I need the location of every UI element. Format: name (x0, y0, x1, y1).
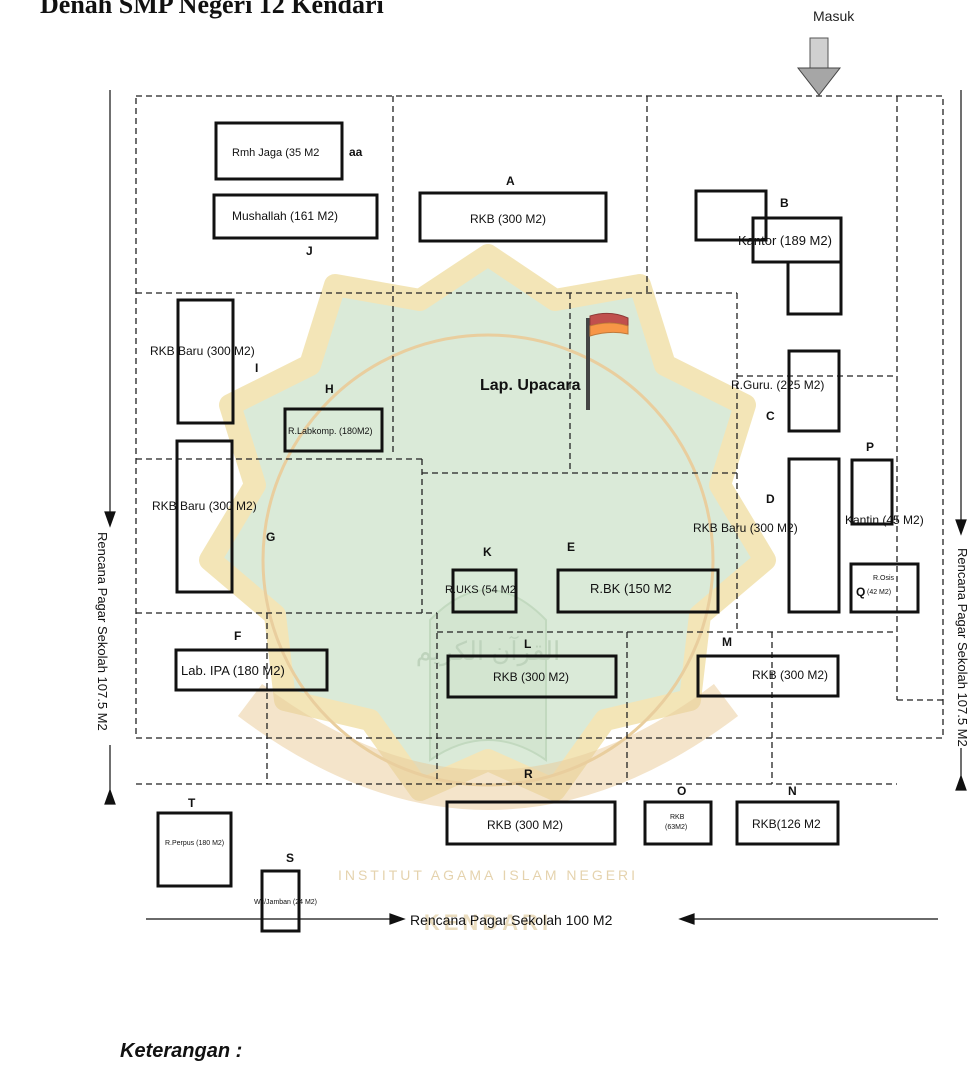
room-label: RKB (670, 814, 685, 821)
letter-g: G (266, 530, 275, 544)
room-label: RKB Baru (300 M2) (152, 499, 257, 513)
fence-label-right: Rencana Pagar Sekolah 107.5 M2 (955, 548, 970, 747)
room-label: Mushallah (161 M2) (232, 209, 338, 223)
room-label: RKB (300 M2) (470, 212, 546, 226)
watermark-emblem: القرآن الكريم INSTITUT AGAMA ISLAM NEGER… (199, 244, 776, 935)
watermark-ring-text: INSTITUT AGAMA ISLAM NEGERI (338, 867, 638, 883)
room-label: aa (349, 145, 363, 159)
building-rkb-m (696, 654, 840, 698)
building-lab-ipa (174, 648, 329, 692)
letter-l: L (524, 637, 531, 651)
fence-label-bottom: Rencana Pagar Sekolah 100 M2 (410, 912, 613, 928)
letter-p: P (866, 440, 874, 454)
letter-q: Q (856, 585, 865, 599)
arrow-left-icon (678, 913, 695, 925)
building-r-osis (849, 562, 920, 614)
room-label: R.Guru. (225 M2) (731, 378, 824, 392)
letter-n: N (788, 784, 797, 798)
room-label: RKB Baru (300 M2) (150, 344, 255, 358)
room-label: Kantin (45 M2) (845, 513, 924, 527)
room-label: (63M2) (665, 824, 687, 831)
building-r-bk (556, 568, 720, 614)
room-labels: Rmh Jaga (35 M2 aa Mushallah (161 M2) RK… (150, 145, 924, 906)
watermark-ring-arc (237, 684, 739, 810)
room-label: Lab. IPA (180 M2) (181, 663, 285, 678)
room-label: RKB (300 M2) (487, 818, 563, 832)
building-rkb-r (445, 800, 617, 846)
buildings (156, 121, 920, 933)
section-letters: A B C D E F G H I J K L M N O P Q R S T (188, 174, 874, 865)
room-label: RKB(126 M2 (752, 817, 821, 831)
room-label: Rmh Jaga (35 M2 (232, 147, 319, 159)
letter-d: D (766, 492, 775, 506)
letter-k: K (483, 545, 492, 559)
building-rumah-jaga (214, 121, 344, 181)
room-label: R.Osis (873, 575, 895, 582)
arrow-right-icon (389, 913, 406, 925)
building-perpus (156, 811, 233, 888)
building-rkb-l (446, 654, 618, 699)
building-r-uks (451, 568, 518, 614)
room-label: Kantor (189 M2) (738, 233, 832, 248)
room-label: (42 M2) (867, 589, 891, 596)
building-rkb-baru-i (176, 298, 235, 425)
room-label: R.BK (150 M2 (590, 581, 672, 596)
room-label: R.Labkomp. (180M2) (288, 426, 373, 436)
letter-e: E (567, 540, 575, 554)
entrance-label: Masuk (813, 8, 855, 24)
letter-a: A (506, 174, 515, 188)
room-label: RKB (300 M2) (752, 668, 828, 682)
letter-j: J (306, 244, 313, 258)
letter-r: R (524, 767, 533, 781)
room-label: R.Perpus (180 M2) (165, 840, 224, 847)
watermark-star (199, 244, 776, 801)
letter-m: M (722, 635, 732, 649)
building-wc (260, 869, 301, 933)
room-label: Wc/Jamban (24 M2) (254, 899, 317, 906)
room-label: RKB (300 M2) (493, 670, 569, 684)
letter-o: O (677, 784, 686, 798)
building-rkb-a (418, 191, 608, 243)
field-label: Lap. Upacara (480, 377, 581, 394)
site-boundaries (135, 95, 944, 785)
letter-b: B (780, 196, 789, 210)
building-rkb-baru-d (787, 457, 841, 614)
arrow-up-icon (955, 774, 967, 791)
letter-f: F (234, 629, 241, 643)
fence-arrows (104, 90, 967, 925)
flag-icon (586, 312, 629, 410)
entrance-arrow-icon (796, 37, 842, 96)
watermark-ring (261, 333, 715, 787)
building-kantor-part (694, 189, 768, 242)
letter-h: H (325, 382, 334, 396)
building-lab-komp (283, 407, 384, 453)
legend-heading: Keterangan : (120, 1040, 243, 1062)
arrow-down-icon (955, 519, 967, 536)
letter-c: C (766, 409, 775, 423)
letter-s: S (286, 851, 294, 865)
building-rkb-o (643, 800, 713, 846)
watermark-arabic: القرآن الكريم (416, 635, 561, 667)
room-label: R.UKS (54 M2 (445, 584, 516, 596)
outer-boundary (135, 95, 944, 739)
letter-i: I (255, 361, 258, 375)
building-kantin (850, 458, 894, 526)
arrow-down-icon (104, 511, 116, 528)
building-rkb-baru-g (175, 439, 234, 594)
room-label: RKB Baru (300 M2) (693, 521, 798, 535)
watermark-city: KENDARI (424, 910, 552, 935)
building-kantor-part (786, 260, 843, 316)
building-mushallah (212, 193, 379, 240)
arrow-up-icon (104, 788, 116, 805)
building-r-guru (787, 349, 841, 433)
building-rkb-n (735, 800, 840, 846)
letter-t: T (188, 796, 196, 810)
page-title: Denah SMP Negeri 12 Kendari (40, 0, 384, 19)
fence-label-left: Rencana Pagar Sekolah 107.5 M2 (95, 532, 110, 731)
